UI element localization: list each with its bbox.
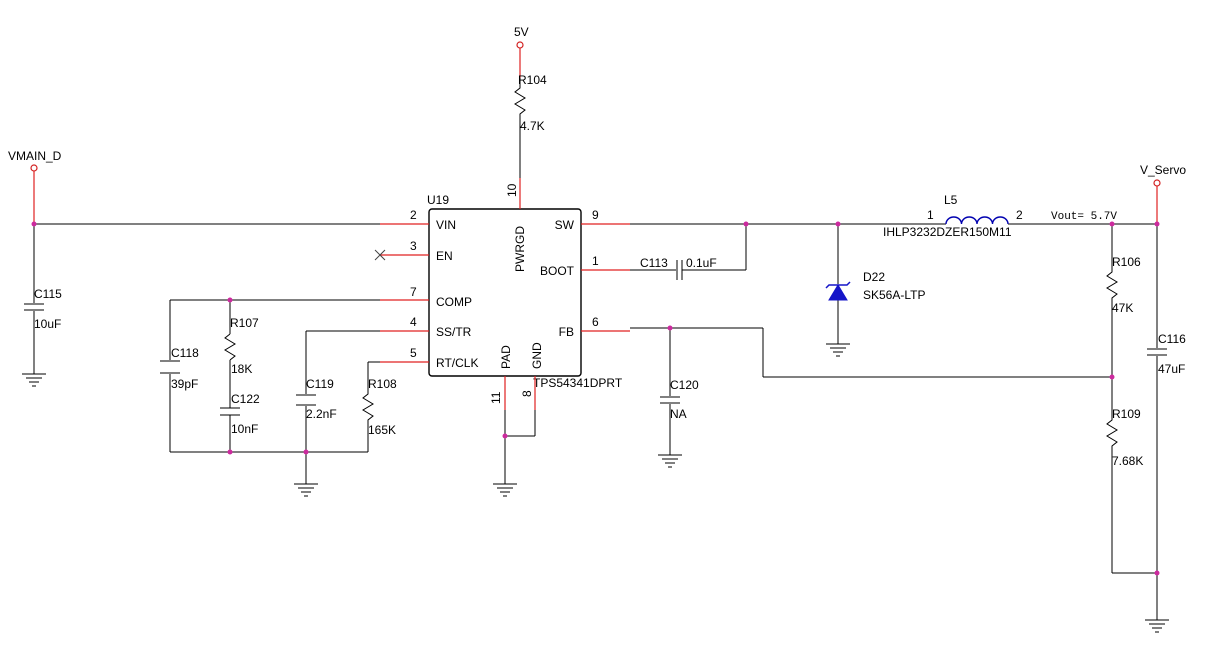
resistor-r109: R109 7.68K [1106, 407, 1143, 468]
pin-name-sw: SW [555, 218, 575, 232]
value-c113: 0.1uF [686, 256, 717, 270]
junction-dot [835, 221, 841, 227]
pin-name-rtclk: RT/CLK [436, 356, 478, 370]
pin-num-l5-1: 1 [927, 208, 934, 222]
power-port-vservo: V_Servo [1140, 163, 1186, 224]
ground-ic [493, 483, 517, 497]
ref-r106: R106 [1112, 255, 1141, 269]
ref-r107: R107 [230, 316, 259, 330]
pin-name-pad: PAD [499, 345, 513, 369]
junction-dot [1109, 374, 1115, 380]
junction-dot [31, 221, 37, 227]
capacitor-c115: C115 10uF [24, 287, 62, 331]
value-c122: 10nF [231, 422, 258, 436]
diode-d22: D22 SK56A-LTP [825, 270, 925, 302]
pin-num-fb: 6 [592, 315, 599, 329]
ref-d22: D22 [863, 270, 885, 284]
junction-dot [227, 297, 233, 303]
value-d22: SK56A-LTP [863, 288, 925, 302]
value-c119: 2.2nF [306, 407, 337, 421]
value-r104: 4.7K [520, 119, 545, 133]
junction-dot [743, 221, 749, 227]
ic-u19: U19 TPS54341DPRT VIN EN COMP SS/TR RT/CL… [380, 178, 630, 410]
junctions [31, 221, 1160, 576]
ground-d22 [826, 343, 850, 357]
resistor-r104: R104 4.7K [514, 73, 547, 178]
junction-dot [502, 433, 508, 439]
resistor-r106: R106 47K [1106, 255, 1141, 315]
net-label-vmain: VMAIN_D [8, 149, 62, 163]
pin-name-vin: VIN [436, 218, 456, 232]
wires [33, 223, 1158, 620]
ref-l5: L5 [944, 193, 958, 207]
ref-c118: C118 [171, 346, 199, 360]
pin-num-en: 3 [410, 239, 417, 253]
inductor-l5: L5 1 2 IHLP3232DZER150M11 [883, 193, 1023, 239]
pin-num-vin: 2 [410, 208, 417, 222]
ref-c120: C120 [670, 378, 699, 392]
no-connect-en [374, 249, 386, 261]
resistor-r107: R107 18K [224, 300, 259, 452]
pin-num-pwrgd: 10 [505, 183, 519, 197]
net-label-vservo: V_Servo [1140, 163, 1186, 177]
ic-part-number: TPS54341DPRT [533, 376, 623, 390]
junction-dot [1109, 221, 1115, 227]
capacitor-c122: C122 10nF [220, 392, 260, 436]
junction-dot [667, 325, 673, 331]
pin-num-l5-2: 2 [1016, 208, 1023, 222]
ref-c116: C116 [1158, 332, 1186, 346]
ref-c122: C122 [231, 392, 260, 406]
pin-num-sw: 9 [592, 208, 599, 222]
junction-dot [227, 449, 233, 455]
value-r107: 18K [231, 362, 252, 376]
value-c115: 10uF [34, 317, 61, 331]
ref-r109: R109 [1112, 407, 1141, 421]
value-c118: 39pF [171, 377, 198, 391]
value-l5: IHLP3232DZER150M11 [883, 225, 1012, 239]
ref-c115: C115 [34, 287, 62, 301]
net-label-5v: 5V [514, 25, 529, 39]
capacitor-c118: C118 39pF [160, 346, 199, 391]
pin-num-comp: 7 [410, 285, 417, 299]
capacitor-c116: C116 47uF [1147, 332, 1186, 376]
pin-num-gnd: 8 [520, 390, 534, 397]
ground-c120 [658, 454, 682, 468]
capacitor-c119: C119 2.2nF [296, 377, 337, 421]
resistor-r108: R108 165K [362, 377, 397, 437]
pin-num-sstr: 4 [410, 315, 417, 329]
ref-c119: C119 [306, 377, 334, 391]
ground-comp [294, 483, 318, 497]
pin-name-comp: COMP [436, 295, 472, 309]
pin-name-boot: BOOT [540, 264, 575, 278]
power-port-5v: 5V [514, 25, 529, 78]
vout-annotation: Vout= 5.7V [1051, 211, 1117, 223]
capacitor-c120: C120 NA [660, 378, 699, 421]
ref-c113: C113 [640, 256, 668, 270]
ref-r108: R108 [368, 377, 397, 391]
ground-output [1145, 619, 1169, 633]
pin-name-en: EN [436, 249, 453, 263]
pin-num-boot: 1 [592, 254, 599, 268]
pin-num-rtclk: 5 [410, 346, 417, 360]
value-r108: 165K [368, 423, 396, 437]
junction-dot [1154, 221, 1160, 227]
value-c120: NA [670, 407, 687, 421]
ground-c115 [22, 373, 46, 387]
pin-name-fb: FB [559, 325, 574, 339]
pin-name-pwrgd: PWRGD [513, 226, 527, 272]
pin-num-pad: 11 [489, 391, 503, 404]
ref-r104: R104 [518, 73, 547, 87]
pin-name-gnd: GND [530, 342, 544, 369]
capacitor-c113: C113 0.1uF [640, 256, 717, 280]
pin-name-sstr: SS/TR [436, 325, 472, 339]
junction-dot [1154, 570, 1160, 576]
junction-dot [303, 449, 309, 455]
value-c116: 47uF [1158, 362, 1185, 376]
value-r109: 7.68K [1112, 454, 1143, 468]
ic-ref: U19 [427, 193, 449, 207]
value-r106: 47K [1112, 301, 1133, 315]
power-port-vmain: VMAIN_D [8, 149, 62, 224]
